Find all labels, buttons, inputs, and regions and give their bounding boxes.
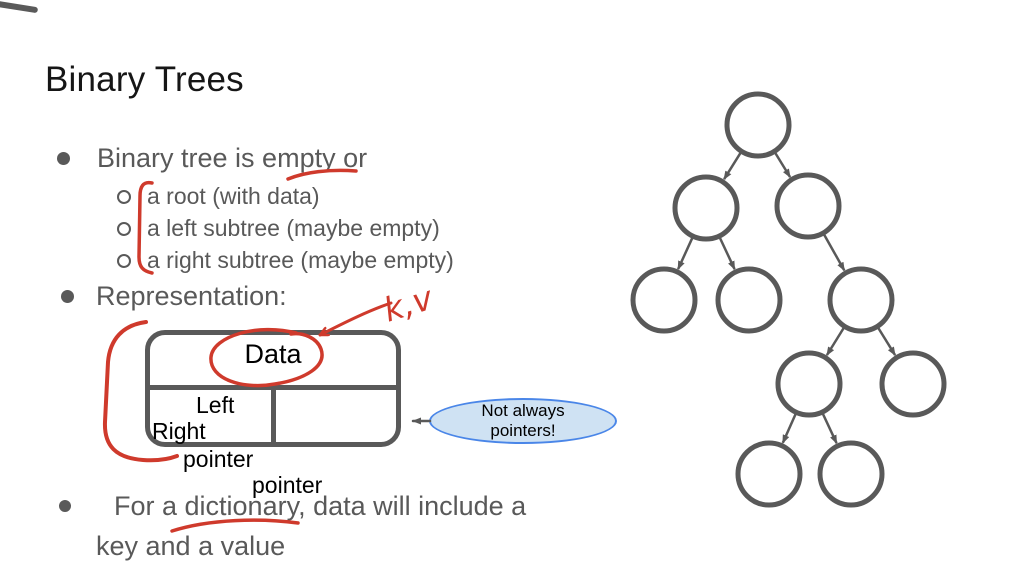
bullet-dot	[59, 500, 71, 512]
tree-edge	[723, 150, 743, 181]
bullet-dot	[57, 152, 70, 165]
pointer-word-2: pointer	[252, 472, 323, 498]
tree-edge	[676, 235, 695, 271]
tree-edge	[822, 232, 846, 272]
bullet-empty-text: Binary tree is empty or	[97, 143, 368, 173]
tree-node	[827, 266, 895, 334]
tree-node	[735, 440, 803, 508]
tree-edge	[820, 411, 838, 445]
tree-node	[715, 266, 783, 334]
sub-bullet-dot	[117, 222, 131, 236]
tree-edge	[825, 325, 846, 356]
tree-node	[817, 440, 885, 508]
tree-node	[774, 172, 842, 240]
bullet-dictionary-line2-text: key and a value	[96, 531, 286, 561]
bullet-dictionary-line1-text: For a dictionary, data will include a	[114, 491, 527, 521]
sub-bullet-dot	[117, 254, 131, 268]
left-pointer-label: Left	[196, 392, 235, 418]
tree-node	[879, 350, 947, 418]
right-pointer-label: Right	[152, 418, 206, 444]
tree-edge	[773, 150, 792, 178]
bullet-representation-text: Representation:	[96, 281, 287, 311]
callout-line2: pointers!	[490, 421, 556, 440]
tree-node	[630, 266, 698, 334]
tree-edge	[717, 235, 736, 271]
tree-edge	[876, 325, 897, 356]
sub-bullet-right-subtree-text: a right subtree (maybe empty)	[147, 247, 454, 273]
sub-bullet-dot	[117, 190, 131, 204]
node-box-vertical-divider	[271, 390, 276, 444]
bullet-dot	[61, 290, 74, 303]
tree-node	[775, 350, 843, 418]
page-title: Binary Trees	[45, 60, 244, 99]
data-cell-label: Data	[244, 339, 302, 369]
tree-node	[672, 174, 740, 242]
tree-node	[724, 91, 792, 159]
tree-edge	[781, 411, 798, 444]
corner-artifact	[0, 0, 39, 14]
callout-line1: Not always	[481, 401, 565, 420]
sub-bullet-left-subtree-text: a left subtree (maybe empty)	[147, 215, 440, 241]
pointer-word-1: pointer	[183, 446, 254, 472]
node-box-horizontal-divider	[145, 385, 401, 390]
handwritten-kv-label: k,v	[379, 278, 438, 330]
callout-not-always-pointers: Not always pointers!	[429, 398, 617, 444]
sub-bullet-root-text: a root (with data)	[147, 183, 320, 209]
